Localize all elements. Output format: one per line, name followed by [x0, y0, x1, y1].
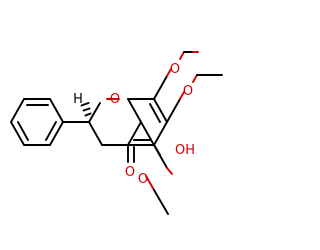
carbonyl-oxygen-label: O — [125, 165, 135, 180]
chemical-structure-diagram: O H O OH O O O — [10, 51, 223, 215]
ring-oxygen-label: O — [110, 92, 120, 107]
phenyl-ring — [10, 98, 90, 146]
stereo-h-label: H — [73, 92, 83, 107]
benzene-ring-a — [127, 98, 168, 146]
methoxy-7-oxygen-label: O — [183, 84, 193, 99]
pyranone-ring — [80, 98, 142, 163]
substituent-bonds — [140, 51, 223, 215]
methoxy-5-oxygen-label: O — [138, 172, 148, 187]
methoxy-8-oxygen-label: O — [170, 62, 180, 77]
hydroxyl-label: OH — [175, 143, 195, 158]
